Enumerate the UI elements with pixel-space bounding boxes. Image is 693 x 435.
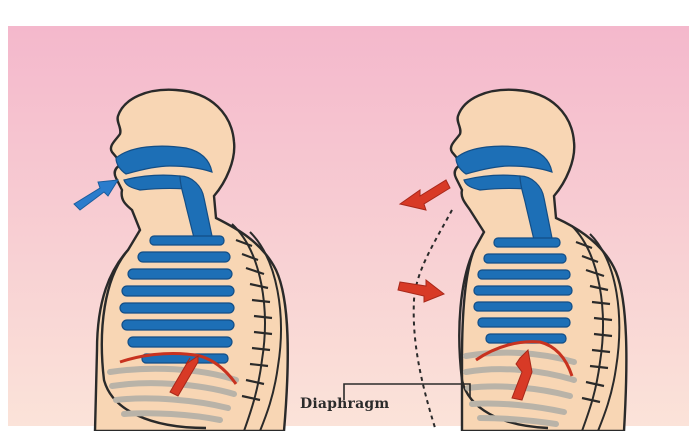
lung-bands (474, 238, 572, 343)
diaphragm-label: Diaphragm (300, 396, 389, 412)
